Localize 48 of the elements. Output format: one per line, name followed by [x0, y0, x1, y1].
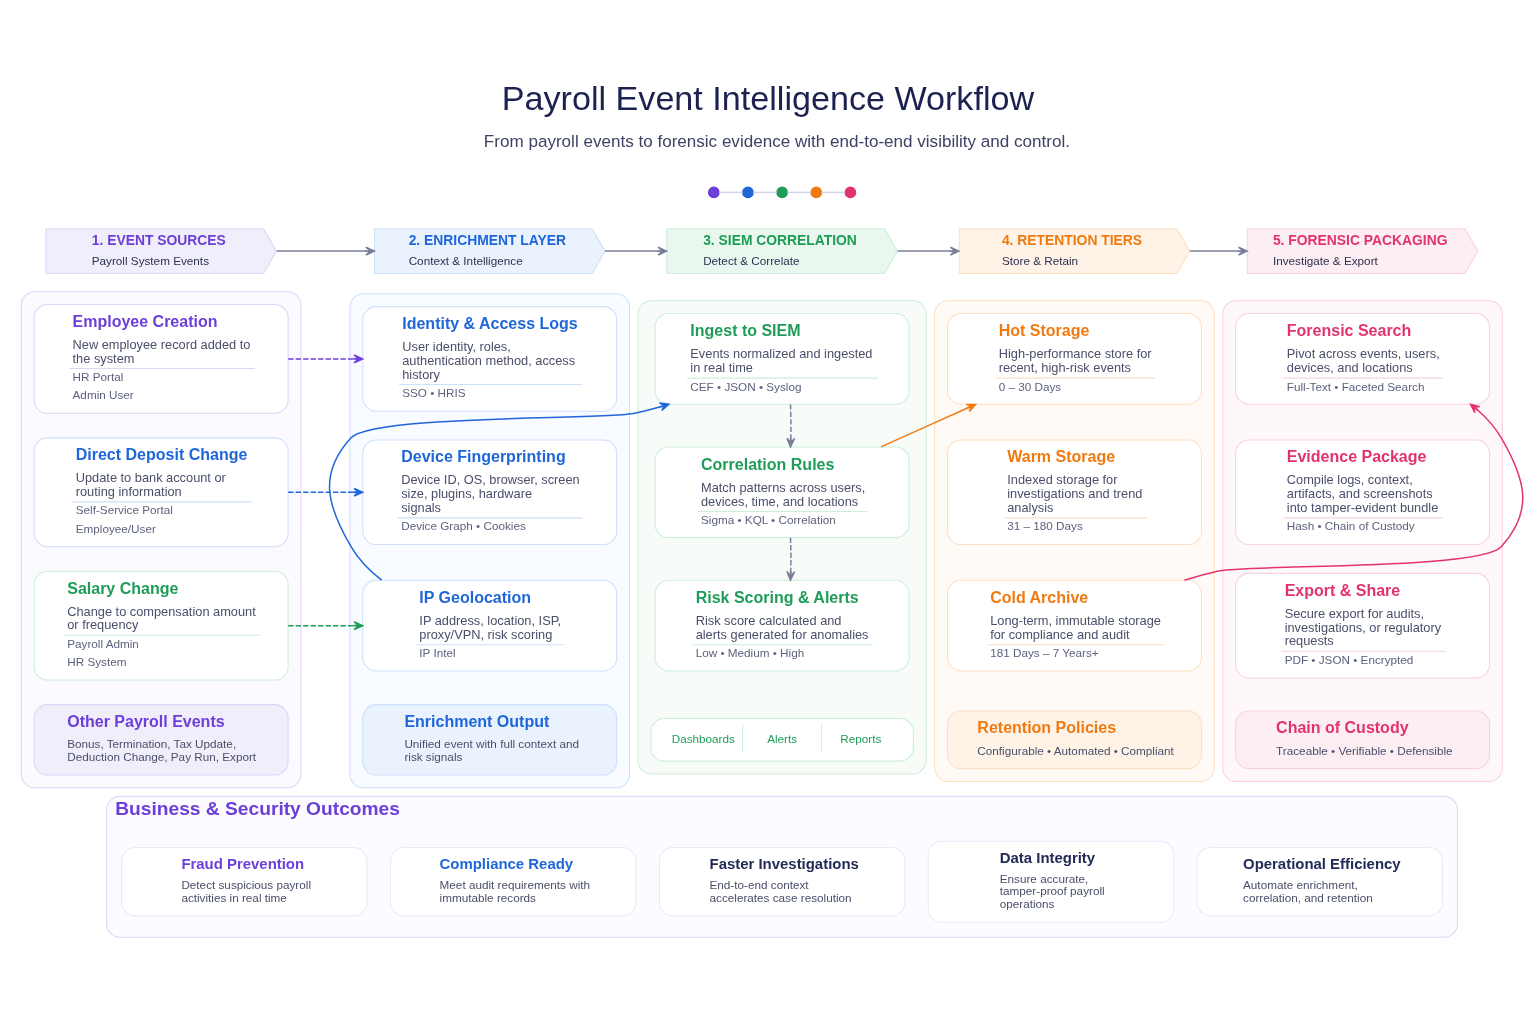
node-box: Device Fingerprinting Device ID, OS, browser, screen size, plugins, hardware signals Device Graph • Cookies — [362, 439, 618, 546]
node-box: Ingest to SIEM Events normalized and ingested in real time CEF • JSON • Syslog — [654, 313, 910, 405]
node-circle — [707, 186, 720, 199]
node-circle — [844, 186, 857, 199]
node-circle — [776, 186, 788, 199]
cluster — [20, 291, 302, 789]
arrow — [786, 537, 796, 581]
connector — [786, 191, 812, 194]
arrow — [604, 246, 668, 256]
connector — [718, 191, 744, 194]
cluster — [934, 300, 1215, 782]
cluster — [637, 300, 927, 775]
node-box: Enrichment Output Unified event with full context and risk signals — [362, 704, 618, 776]
node-box: Export & Share Secure export for audits, investigations, or regulatory requests PDF • JSON • Encrypted — [1235, 572, 1491, 679]
node-box: Risk Scoring & Alerts Risk score calculated and alerts generated for anomalies Low • Medium • High — [654, 579, 910, 672]
cluster — [1222, 300, 1503, 782]
node-box: Forensic Search Pivot across events, users, devices, and locations Full-Text • Faceted Search — [1235, 313, 1491, 405]
arrow — [287, 621, 364, 631]
diagram-title: Payroll Event Intelligence Workflow — [501, 78, 1035, 117]
node-box: Hot Storage High-performance store for recent, high-risk events 0 – 30 Days — [946, 313, 1202, 405]
node-box: Retention Policies Configurable • Automated • Compliant — [946, 710, 1202, 770]
node-box: Correlation Rules Match patterns across users, devices, time, and locations Sigma • KQL • Correlation — [654, 446, 910, 539]
connector — [752, 191, 778, 194]
arrow — [1183, 403, 1524, 581]
arrow — [275, 246, 376, 256]
node-box: Identity & Access Logs User identity, roles, authentication method, access history SSO • HRIS — [362, 306, 618, 412]
arrow — [287, 354, 364, 364]
node-box: Employee Creation New employee record added to the system HR Portal Admin User — [33, 303, 289, 414]
node-circle — [742, 186, 754, 199]
node-box: Cold Archive Long-term, immutable storage for compliance and audit 181 Days – 7 Years+ — [946, 579, 1202, 672]
arrow — [287, 487, 364, 497]
node-box: Direct Deposit Change Update to bank account or routing information Self-Service Portal Employee/User — [33, 437, 289, 548]
node-box: Warm Storage Indexed storage for investigations and trend analysis 31 – 180 Days — [946, 439, 1202, 546]
cluster — [349, 293, 631, 789]
node-box: Salary Change Change to compensation amount or frequency Payroll Admin HR System — [33, 570, 289, 681]
arrow — [328, 402, 670, 581]
node-box: Dashboards Alerts Reports — [650, 717, 914, 762]
arrow — [786, 403, 796, 448]
arrow — [896, 246, 960, 256]
arrow — [880, 403, 977, 448]
arrow — [1189, 246, 1248, 256]
connector — [820, 191, 846, 194]
node-box: IP Geolocation IP address, location, ISP, proxy/VPN, risk scoring IP Intel — [362, 579, 618, 672]
label: From payroll events to forensic evidence with end-to-end visibility and control. — [483, 132, 1070, 152]
node-box: Evidence Package Compile logs, context, artifacts, and screenshots into tamper-evident bundle Hash • Chain of Custody — [1235, 439, 1491, 546]
node-circle — [810, 186, 823, 199]
node-box: Chain of Custody Traceable • Verifiable • Defensible — [1235, 710, 1491, 770]
node-box: Other Payroll Events Bonus, Termination, Tax Update, Deduction Change, Pay Run, Export — [33, 704, 289, 776]
